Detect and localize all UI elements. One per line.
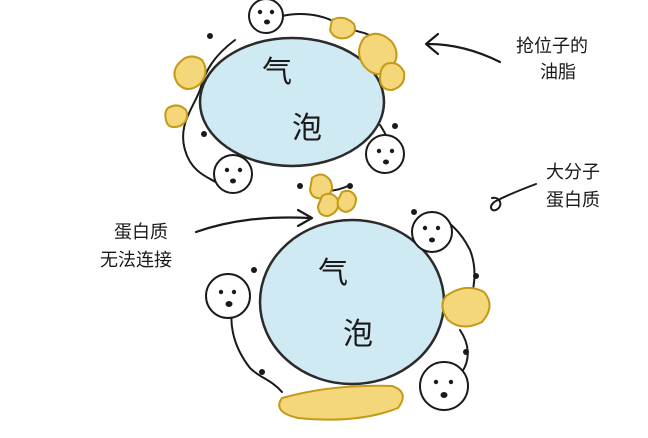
bottom-bubble-group: 气 泡 xyxy=(205,209,491,421)
fat-blob xyxy=(441,286,491,328)
label-fat-line-1: 抢位子的 xyxy=(516,36,588,57)
top-bubble-char-1: 气 xyxy=(262,55,292,90)
bottom-chain-dots xyxy=(251,209,479,375)
label-protein-line-2: 蛋白质 xyxy=(546,190,600,211)
label-protein-line-1: 大分子 xyxy=(546,162,600,183)
top-chain-dots xyxy=(201,33,398,189)
top-protein-face-3 xyxy=(365,134,405,174)
fat-blob xyxy=(173,55,207,90)
annotation-left: 蛋白质 无法连接 xyxy=(100,208,314,271)
bottom-bubble-char-1: 气 xyxy=(318,256,348,291)
bottom-protein-face-3 xyxy=(419,361,469,411)
fat-blob xyxy=(316,192,340,218)
fat-blob xyxy=(378,62,406,92)
top-bubble-group: 气 泡 xyxy=(164,0,406,218)
label-no-connect-line-2: 无法连接 xyxy=(100,250,172,271)
annotation-mid-right: 大分子 蛋白质 xyxy=(490,162,600,212)
bottom-bubble-char-2: 泡 xyxy=(343,317,373,352)
top-protein-face-2 xyxy=(213,154,253,194)
top-bubble xyxy=(198,36,386,168)
fat-blob xyxy=(336,189,358,214)
bottom-protein-face-1 xyxy=(411,211,453,253)
top-fat-blobs xyxy=(164,16,406,218)
fat-blob xyxy=(308,173,333,200)
label-fat-line-2: 油脂 xyxy=(540,62,576,83)
fat-blob xyxy=(328,16,356,40)
squiggle-protein-pointer xyxy=(490,183,537,212)
arrow-no-connect xyxy=(194,208,314,234)
bottom-fat-blobs xyxy=(278,286,491,421)
annotation-top-right: 抢位子的 油脂 xyxy=(424,32,588,83)
label-no-connect-line-1: 蛋白质 xyxy=(114,222,168,243)
bottom-protein-face-2 xyxy=(205,273,251,319)
arrow-fat xyxy=(424,32,502,64)
top-protein-face-1 xyxy=(248,0,284,34)
fat-blob xyxy=(164,104,189,129)
top-bubble-char-2: 泡 xyxy=(292,111,322,146)
fat-blob xyxy=(278,384,404,421)
